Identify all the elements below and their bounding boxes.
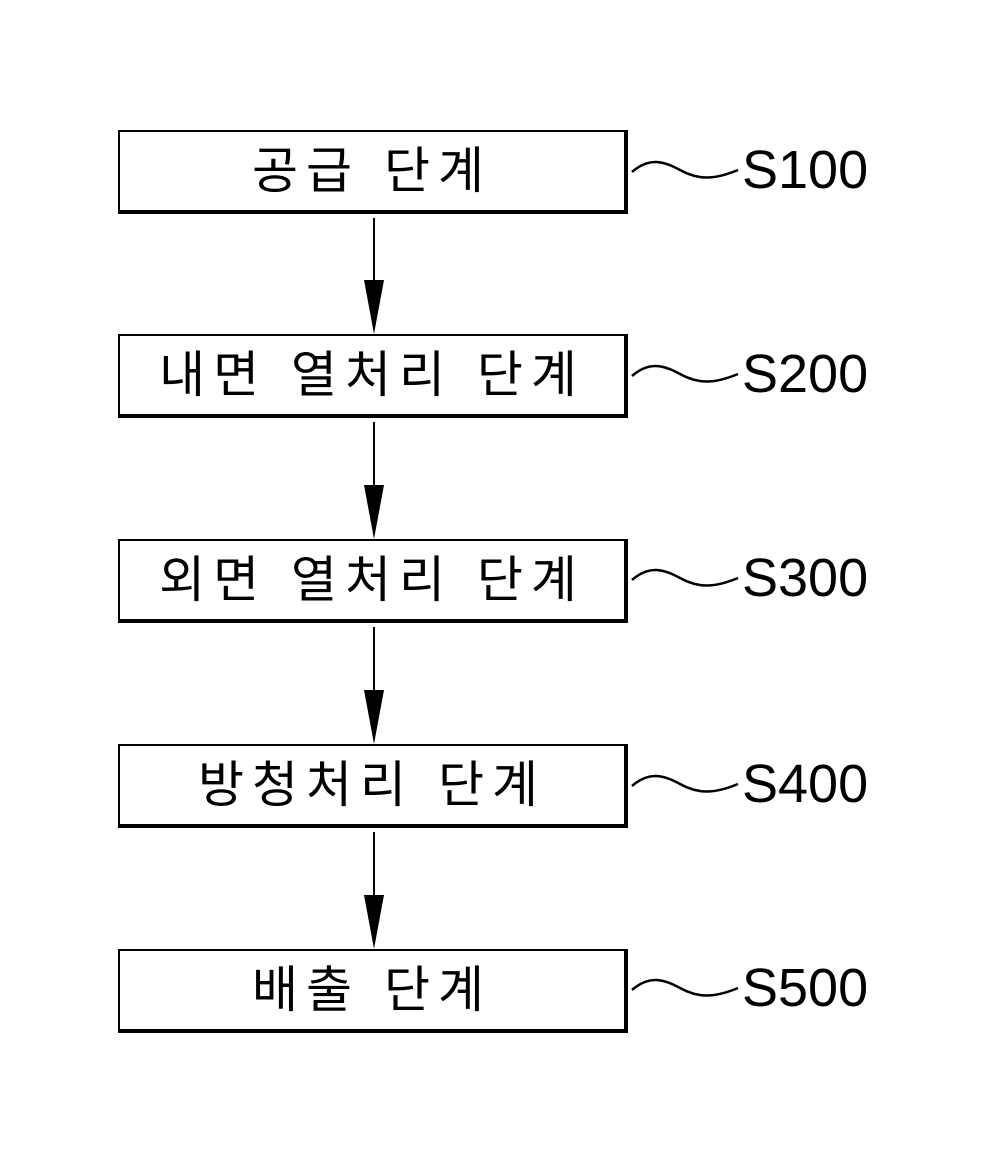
step-box-s500: 배출 단계 [118, 949, 628, 1033]
leader-line-s400 [632, 776, 738, 792]
leader-line-s300 [632, 570, 738, 586]
step-box-s200: 내면 열처리 단계 [118, 334, 628, 418]
step-box-s400: 방청처리 단계 [118, 744, 628, 828]
arrow-s400-s500 [364, 832, 384, 949]
step-box-s100: 공급 단계 [118, 130, 628, 214]
leader-line-s100 [632, 162, 738, 178]
step-code-s500: S500 [742, 961, 868, 1015]
step-code-s100: S100 [742, 143, 868, 197]
leader-line-s500 [632, 980, 738, 996]
leader-line-s200 [632, 366, 738, 382]
arrow-s300-s400 [364, 627, 384, 744]
step-code-s200: S200 [742, 347, 868, 401]
step-box-s300: 외면 열처리 단계 [118, 539, 628, 623]
step-label: 내면 열처리 단계 [159, 350, 585, 400]
step-code-s400: S400 [742, 757, 868, 811]
step-label: 외면 열처리 단계 [159, 555, 585, 605]
step-label: 방청처리 단계 [198, 760, 546, 810]
arrow-s100-s200 [364, 218, 384, 334]
step-label: 공급 단계 [252, 146, 492, 196]
step-label: 배출 단계 [252, 965, 492, 1015]
arrow-s200-s300 [364, 422, 384, 539]
step-code-s300: S300 [742, 551, 868, 605]
